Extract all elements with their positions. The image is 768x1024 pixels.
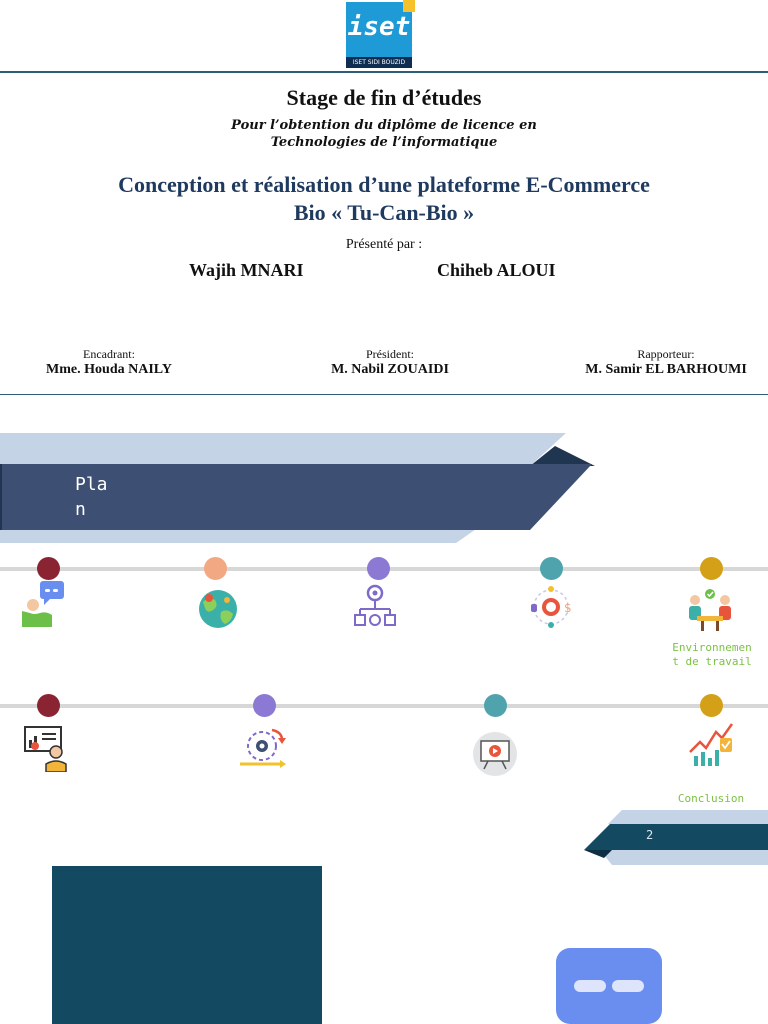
plan-item-label: Environnemen t de travail: [672, 641, 752, 668]
cover-heading: Stage de fin d’études: [286, 85, 482, 110]
plan-dot-2[interactable]: [204, 557, 227, 580]
gears-idea-icon[interactable]: $: [528, 584, 574, 630]
plan-dot-1[interactable]: [37, 557, 60, 580]
plan-title-line2: n: [75, 499, 86, 520]
growth-chart-icon[interactable]: [688, 722, 734, 768]
plan-dot-3[interactable]: [367, 557, 390, 580]
page-number: 2: [646, 828, 654, 842]
jury-role: Rapporteur:: [637, 347, 695, 361]
jury-rapporteur: Rapporteur: M. Samir EL BARHOUMI: [566, 347, 766, 378]
plan-dot-7[interactable]: [253, 694, 276, 717]
gear-hierarchy-icon[interactable]: [352, 583, 398, 629]
bottom-rule: [0, 394, 768, 395]
process-cycle-icon[interactable]: [240, 724, 286, 770]
globe-icon[interactable]: [195, 586, 241, 632]
plan-dot-9[interactable]: [700, 694, 723, 717]
presented-by: Présenté par :: [345, 237, 423, 252]
author-2: Chiheb ALOUI: [437, 260, 556, 280]
plan-dot-8[interactable]: [484, 694, 507, 717]
iset-logo: iset ISET SIDI BOUZID: [346, 0, 415, 68]
top-rule: [0, 71, 768, 73]
plan-dot-6[interactable]: [37, 694, 60, 717]
plan-dot-4[interactable]: [540, 557, 563, 580]
presenter-dashboard-icon[interactable]: [24, 726, 70, 772]
dark-teal-panel: [52, 866, 322, 1024]
plan-title-line1: Pla: [75, 474, 108, 495]
project-title-2: Bio « Tu-Can-Bio »: [293, 200, 475, 225]
cover-subtitle-1: Pour l’obtention du diplôme de licence e…: [231, 118, 537, 133]
chat-bubble-icon[interactable]: [556, 948, 662, 1024]
team-meeting-icon[interactable]: [687, 586, 733, 632]
logo-subtext: ISET SIDI BOUZID: [346, 57, 412, 68]
author-1: Wajih MNARI: [189, 260, 304, 280]
jury-name: M. Nabil ZOUAIDI: [331, 362, 449, 377]
jury-encadrant: Encadrant: Mme. Houda NAILY: [20, 347, 198, 378]
jury-name: Mme. Houda NAILY: [46, 362, 172, 377]
video-presentation-icon[interactable]: [472, 731, 518, 777]
plan-item-label: Conclusion: [677, 792, 745, 805]
jury-president: Président: M. Nabil ZOUAIDI: [300, 347, 480, 378]
page-number-tag: [584, 810, 768, 865]
timeline-row-2: [0, 704, 768, 708]
jury-role: Président:: [366, 347, 414, 361]
jury-name: M. Samir EL BARHOUMI: [585, 362, 747, 377]
logo-text: iset: [347, 12, 411, 42]
jury-role: Encadrant:: [83, 347, 135, 361]
plan-dot-5[interactable]: [700, 557, 723, 580]
speech-bubble-person-icon[interactable]: [20, 581, 66, 627]
project-title-1: Conception et réalisation d’une platefor…: [118, 172, 650, 197]
svg-text:$: $: [564, 601, 572, 615]
plan-banner: [0, 433, 595, 543]
cover-subtitle-2: Technologies de l’informatique: [270, 135, 498, 150]
